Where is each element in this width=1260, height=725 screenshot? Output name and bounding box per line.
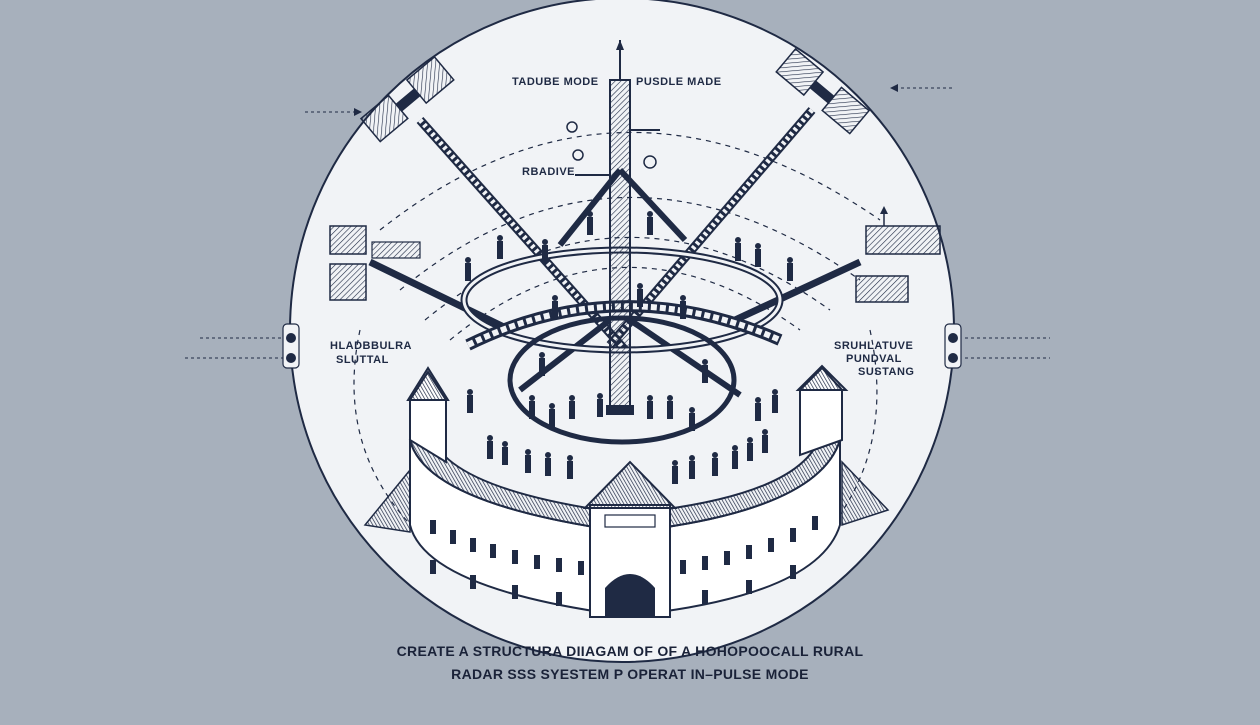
caption-line1: CREATE A STRUCTURA DIIAGAM OF OF A HOHOP… bbox=[396, 643, 864, 659]
label-right-line3: SUSTANG bbox=[858, 366, 915, 378]
label-left-line2: SLUTTAL bbox=[336, 354, 389, 366]
label-upper: RBADIVE bbox=[522, 166, 576, 178]
satellite-top-right bbox=[775, 47, 871, 135]
caption-line2: RADAR SSS SYESTEM P OPERAT IN–PULSE MODE bbox=[451, 666, 809, 682]
label-right-line2: PUNDVAL bbox=[846, 353, 902, 365]
satellite-top-left bbox=[359, 55, 455, 143]
side-nodes bbox=[282, 323, 962, 369]
arrow-right-icon bbox=[890, 84, 898, 92]
label-top-left: TADUBE MODE bbox=[512, 76, 599, 88]
label-left-line1: HLADBBULRA bbox=[330, 340, 412, 352]
satellite-left bbox=[329, 225, 421, 301]
satellite-right bbox=[855, 206, 941, 303]
people-figures bbox=[465, 211, 793, 484]
label-top-right: PUSDLE MADE bbox=[636, 76, 722, 88]
central-tower bbox=[557, 40, 688, 415]
pointer-lines bbox=[185, 87, 1050, 359]
label-right-line1: SRUHLATUVE bbox=[834, 340, 914, 352]
fortress-building bbox=[363, 364, 890, 618]
arrow-left-icon bbox=[354, 108, 362, 116]
